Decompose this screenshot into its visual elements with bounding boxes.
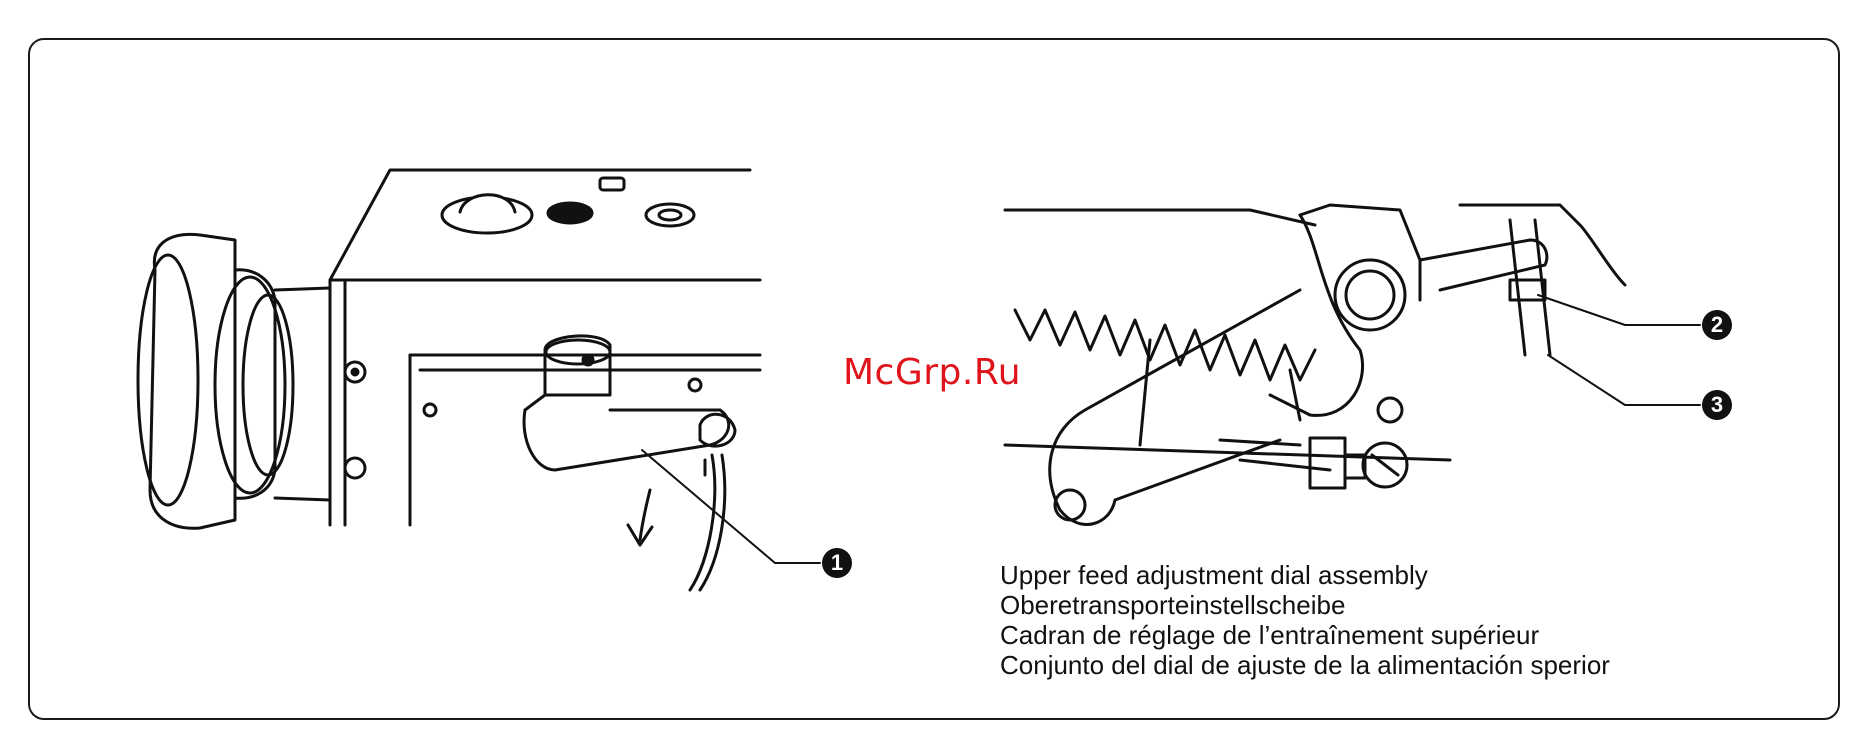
caption-spanish: Conjunto del dial de ajuste de la alimen… xyxy=(1000,650,1610,680)
right-mechanism-illustration xyxy=(1005,205,1700,524)
caption-block: Upper feed adjustment dial assembly Ober… xyxy=(1000,560,1610,680)
watermark-text: McGrp.Ru xyxy=(843,352,1021,393)
caption-german: Oberetransporteinstellscheibe xyxy=(1000,590,1610,620)
caption-french: Cadran de réglage de l’entraînement supé… xyxy=(1000,620,1610,650)
caption-english: Upper feed adjustment dial assembly xyxy=(1000,560,1610,590)
callout-2-marker: 2 xyxy=(1702,310,1732,340)
left-machine-illustration xyxy=(138,170,820,590)
callout-1-marker: 1 xyxy=(822,548,852,578)
callout-3-marker: 3 xyxy=(1702,390,1732,420)
